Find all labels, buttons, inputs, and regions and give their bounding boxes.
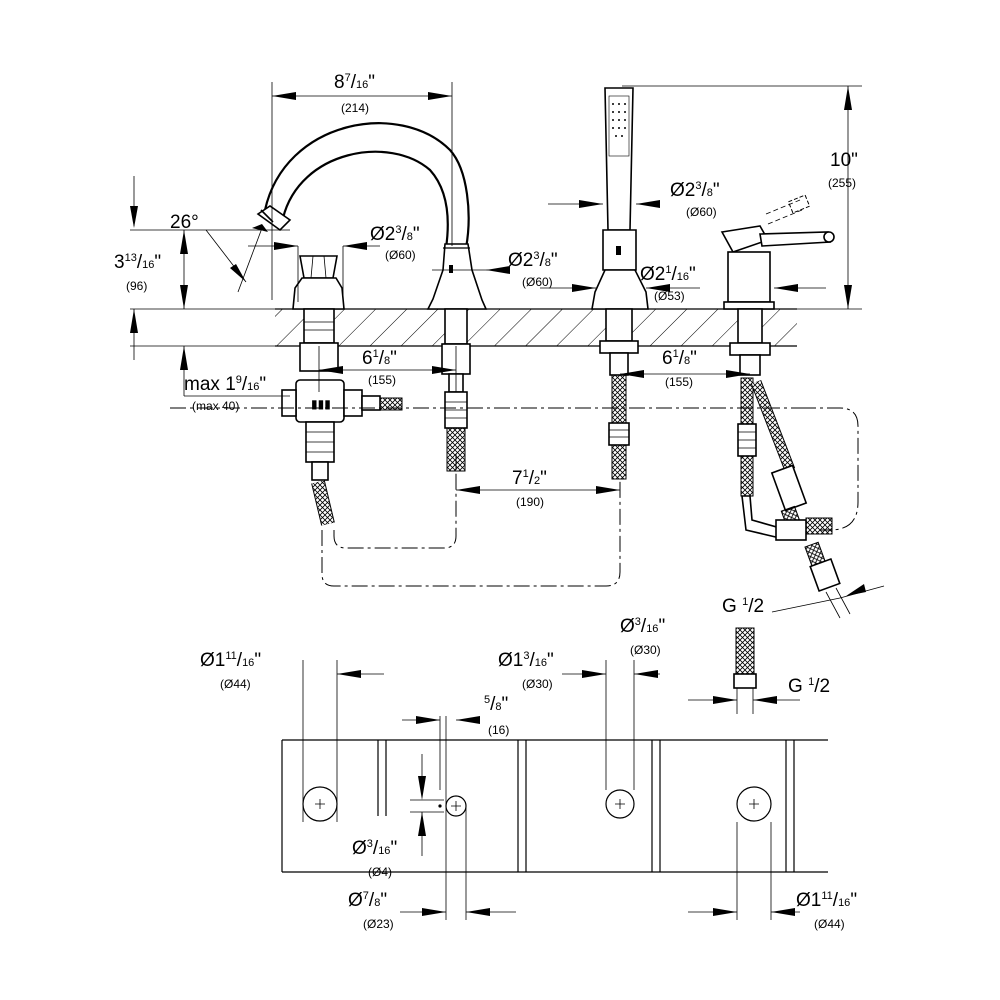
- label-handshower-dia: Ø23/8": [670, 180, 720, 201]
- label-hole-right: Ø111/16": [796, 890, 857, 911]
- label-height-total: 10": [830, 150, 858, 171]
- label-offset: 5/8": [484, 694, 508, 715]
- deck-section: [130, 308, 797, 347]
- label-valve-dia: Ø23/8": [370, 224, 420, 245]
- label-spout-height: 313/16": [114, 252, 161, 273]
- label-hole-7-8: Ø7/8": [348, 890, 387, 911]
- label-max-deck-mm: (max 40): [192, 399, 239, 413]
- label-spacing-left-mm: (155): [368, 373, 396, 387]
- label-offset-mm: (16): [488, 723, 509, 737]
- label-spout-width-mm: (214): [341, 101, 369, 115]
- label-hole-small: Ø3/16": [620, 616, 665, 637]
- label-hole-small-mm: (Ø30): [630, 643, 661, 657]
- label-hole-left-mm: (Ø44): [220, 677, 251, 691]
- label-angle: 26°: [170, 212, 199, 233]
- label-spacing-right: 61/8": [662, 348, 697, 369]
- label-spacing-right-mm: (155): [665, 375, 693, 389]
- label-hose-spacing: 71/2": [512, 468, 547, 489]
- label-thread-2: G 1/2: [788, 676, 830, 697]
- label-hole-mid-mm: (Ø30): [522, 677, 553, 691]
- label-hole-7-8-mm: (Ø23): [363, 917, 394, 931]
- label-thread-1: G 1/2: [722, 596, 764, 617]
- dimension-lines: [130, 82, 885, 613]
- label-max-deck: max 19/16": [184, 374, 266, 395]
- label-hole-right-mm: (Ø44): [814, 917, 845, 931]
- label-spout-base-dia: Ø23/8": [508, 250, 558, 271]
- label-spout-height-mm: (96): [126, 279, 147, 293]
- label-spacing-left: 61/8": [362, 348, 397, 369]
- label-handshower-dia-mm: (Ø60): [686, 205, 717, 219]
- label-pin-dia: Ø3/16": [352, 838, 397, 859]
- label-handshower-base-mm: (Ø53): [654, 289, 685, 303]
- mixer-lever-right: [720, 194, 851, 619]
- hand-shower: [591, 87, 649, 480]
- labels: 87/16" (214) 10" (255) 26° 313/16" (96) …: [114, 72, 858, 931]
- svg-text:▮▮▮: ▮▮▮: [311, 397, 331, 411]
- hose-fitting: [688, 627, 800, 714]
- label-hose-spacing-mm: (190): [516, 495, 544, 509]
- centerlines: [170, 407, 859, 587]
- valve-body-left: ▮▮▮: [281, 379, 403, 526]
- label-valve-dia-mm: (Ø60): [385, 248, 416, 262]
- label-pin-dia-mm: (Ø4): [368, 865, 392, 879]
- label-spout-width: 87/16": [334, 72, 375, 93]
- label-hole-mid: Ø13/16": [498, 650, 554, 671]
- label-hole-left: Ø111/16": [200, 650, 261, 671]
- label-handshower-base: Ø21/16": [640, 264, 696, 285]
- label-height-total-mm: (255): [828, 176, 856, 190]
- spray-holes-icon: [612, 103, 626, 137]
- deck-plan-view: [281, 660, 828, 920]
- label-spout-base-dia-mm: (Ø60): [522, 275, 553, 289]
